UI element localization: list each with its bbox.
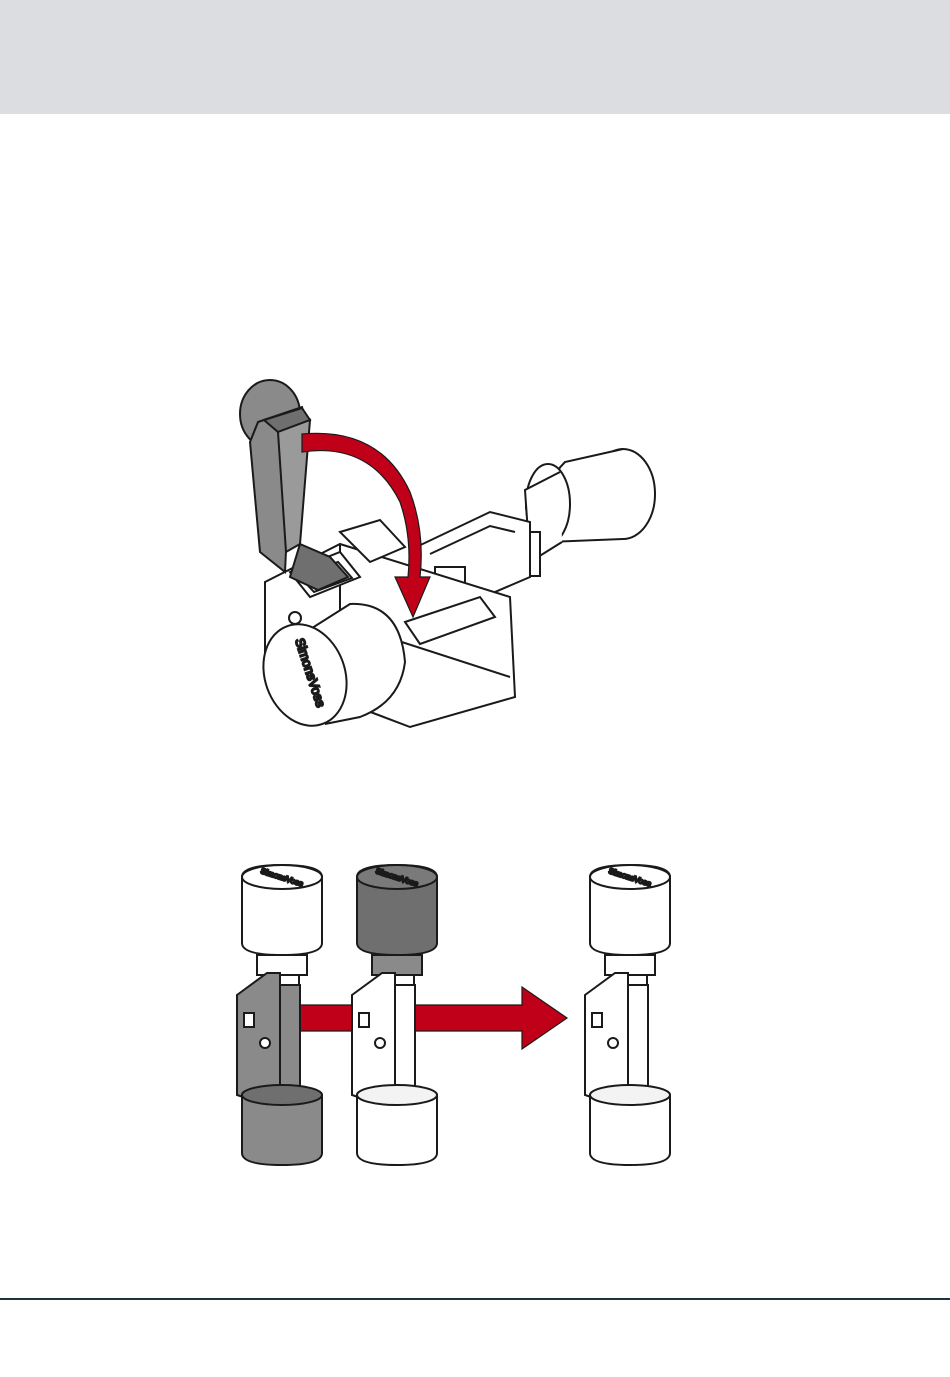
- cylinder-swap-illustration: SimonsVoss SimonsVoss SimonsVoss: [232, 855, 672, 1185]
- cylinder-tool-illustration: SimonsVoss: [230, 372, 670, 734]
- cylinder-3: SimonsVoss: [585, 865, 670, 1165]
- page-header-band: [0, 0, 950, 114]
- right-arrow-icon: [277, 987, 567, 1049]
- footer-rule: [0, 1298, 950, 1300]
- tool-lever-arm: [240, 380, 348, 590]
